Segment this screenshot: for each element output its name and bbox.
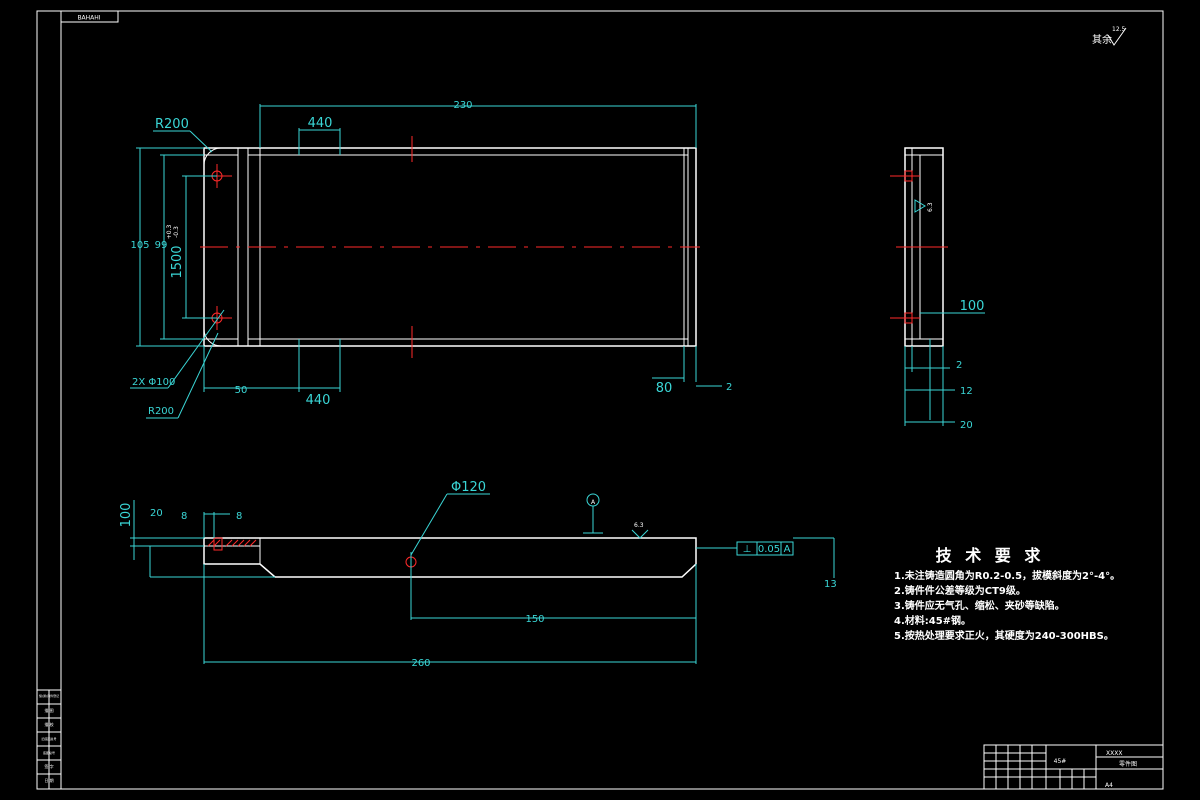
dim-hole-dia: Φ120 — [451, 480, 486, 495]
outer-border — [36, 10, 1164, 790]
left-record-item: 签 字 — [44, 763, 53, 769]
roughness-note-value: 12.5 — [1112, 26, 1126, 33]
title-block-material: 45# — [1054, 758, 1067, 765]
tol-datum-box — [780, 541, 794, 556]
top-fillet — [203, 147, 222, 166]
section-roughness: 6.3 — [634, 522, 644, 529]
dim-440-bottom: 440 — [306, 393, 331, 408]
dim-80: 80 — [656, 381, 673, 396]
bottom-fillet — [203, 328, 222, 347]
roughness-symbol-icon — [914, 199, 926, 213]
left-record-item: 描 校 — [44, 721, 53, 727]
title-block-frame — [983, 744, 1164, 790]
roughness-symbol-icon — [631, 529, 649, 539]
tech-item: 5.按热处理要求正火，其硬度为240-300HBS。 — [894, 629, 1114, 642]
left-record-item: 描 图 — [44, 707, 53, 713]
dim-105: 105 — [130, 240, 149, 251]
dim-tol-lower: -0.3 — [173, 226, 180, 238]
top-view: 230 440 440 50 R200 2X Φ100 R200 105 99 — [130, 100, 732, 419]
tech-item: 3.铸件应无气孔、缩松、夹砂等缺陷。 — [894, 599, 1065, 612]
roughness-note-text: 其余 — [1092, 33, 1112, 46]
dim-section-8b: 8 — [236, 511, 242, 522]
dim-section-20: 20 — [150, 508, 163, 519]
left-record-block: 借(通)用件登记 描 图 描 校 旧底图总号 底图总号 签 字 日 期 — [36, 689, 62, 790]
left-record-item: 底图总号 — [43, 750, 55, 755]
inner-border — [60, 10, 1164, 790]
tech-item: 2.铸件件公差等级为CT9级。 — [894, 584, 1026, 597]
dim-holes: 2X Φ100 — [132, 377, 175, 388]
left-record-item: 日 期 — [44, 777, 53, 783]
left-record-item: 旧底图总号 — [41, 736, 56, 741]
roughness-symbol-icon — [1107, 27, 1127, 46]
dim-section-150: 150 — [525, 614, 544, 625]
dim-section-260: 260 — [411, 658, 430, 669]
side-view: 6.3 100 2 12 20 — [890, 147, 985, 431]
dim-section-8a: 8 — [181, 511, 187, 522]
side-roughness: 6.3 — [927, 202, 934, 212]
title-tag-box — [60, 10, 119, 23]
dim-tol-upper: +0.3 — [166, 225, 173, 240]
dim-2: 2 — [726, 382, 732, 393]
roughness-note: 其余 12.5 — [1092, 26, 1127, 46]
dim-r200-top: R200 — [155, 117, 189, 132]
dim-side-100: 100 — [960, 299, 985, 314]
dim-440-top: 440 — [308, 116, 333, 131]
title-block-scale: A4 — [1105, 782, 1113, 789]
title-block-code: XXXX — [1106, 750, 1122, 757]
dim-side-12: 12 — [960, 386, 973, 397]
dim-section-100: 100 — [119, 503, 134, 528]
section-view: Φ120 A 6.3 ⊥ 0.05 A 100 20 8 8 150 — [119, 480, 837, 669]
left-record-item: 借(通)用件登记 — [39, 693, 59, 698]
title-tag: BAHAHI — [77, 15, 100, 22]
dim-99: 99 — [155, 240, 168, 251]
tech-item: 4.材料:45#钢。 — [894, 614, 971, 627]
tol-datum: A — [784, 544, 791, 555]
dim-side-20: 20 — [960, 420, 973, 431]
title-block: 45# XXXX 零件图 A4 — [983, 744, 1164, 790]
dim-section-13: 13 — [824, 579, 837, 590]
tech-item: 1.未注铸造圆角为R0.2-0.5，拔模斜度为2°-4°。 — [894, 569, 1120, 582]
section-outline — [203, 537, 697, 578]
tol-value: 0.05 — [758, 544, 780, 555]
tech-requirements: 技 术 要 求 1.未注铸造圆角为R0.2-0.5，拔模斜度为2°-4°。 2.… — [894, 546, 1120, 642]
tol-symbol: ⊥ — [743, 544, 752, 555]
dim-50: 50 — [235, 385, 248, 396]
dim-1500: 1500 — [170, 245, 185, 278]
dim-side-2: 2 — [956, 360, 962, 371]
dim-r200-bottom: R200 — [148, 406, 174, 417]
dim-230: 230 — [453, 100, 472, 111]
section-hatch — [207, 539, 257, 547]
title-block-name: 零件图 — [1119, 760, 1137, 768]
datum-label: A — [591, 499, 596, 506]
tech-title: 技 术 要 求 — [936, 546, 1045, 565]
